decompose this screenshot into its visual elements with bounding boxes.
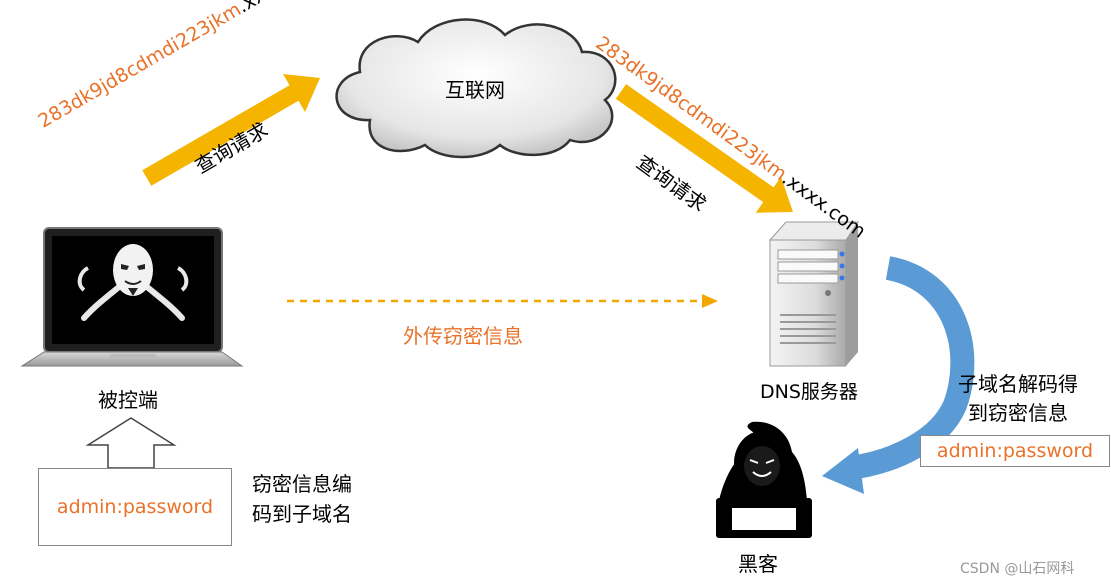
decode-text-line1: 子域名解码得	[958, 372, 1078, 396]
exfil-label: 外传窃密信息	[403, 324, 523, 348]
exfil-dashed-arrow	[287, 294, 718, 308]
cloud-icon	[335, 18, 617, 159]
encode-text-line2: 码到子域名	[252, 502, 352, 526]
victim-label: 被控端	[98, 388, 158, 412]
credential-box-right: admin:password	[920, 435, 1110, 467]
query-arrow-to-internet	[142, 73, 320, 186]
decode-curved-arrow	[822, 256, 975, 494]
hacker-icon	[716, 421, 812, 538]
encode-text-line1: 窃密信息编	[252, 472, 352, 496]
watermark: CSDN @山石网科	[960, 561, 1075, 577]
decode-text-line2: 到窃密信息	[968, 401, 1068, 425]
credential-text-left: admin:password	[56, 496, 214, 518]
credential-text-right: admin:password	[936, 440, 1094, 462]
pirate-skull-icon	[77, 244, 189, 321]
dns-server-label: DNS服务器	[760, 381, 858, 403]
encode-up-arrow	[85, 417, 177, 469]
query-arrow-to-dns	[615, 84, 793, 213]
hacker-label: 黑客	[738, 552, 778, 576]
internet-label: 互联网	[445, 78, 505, 102]
credential-box-left: admin:password	[38, 468, 232, 546]
server-icon	[768, 221, 859, 367]
